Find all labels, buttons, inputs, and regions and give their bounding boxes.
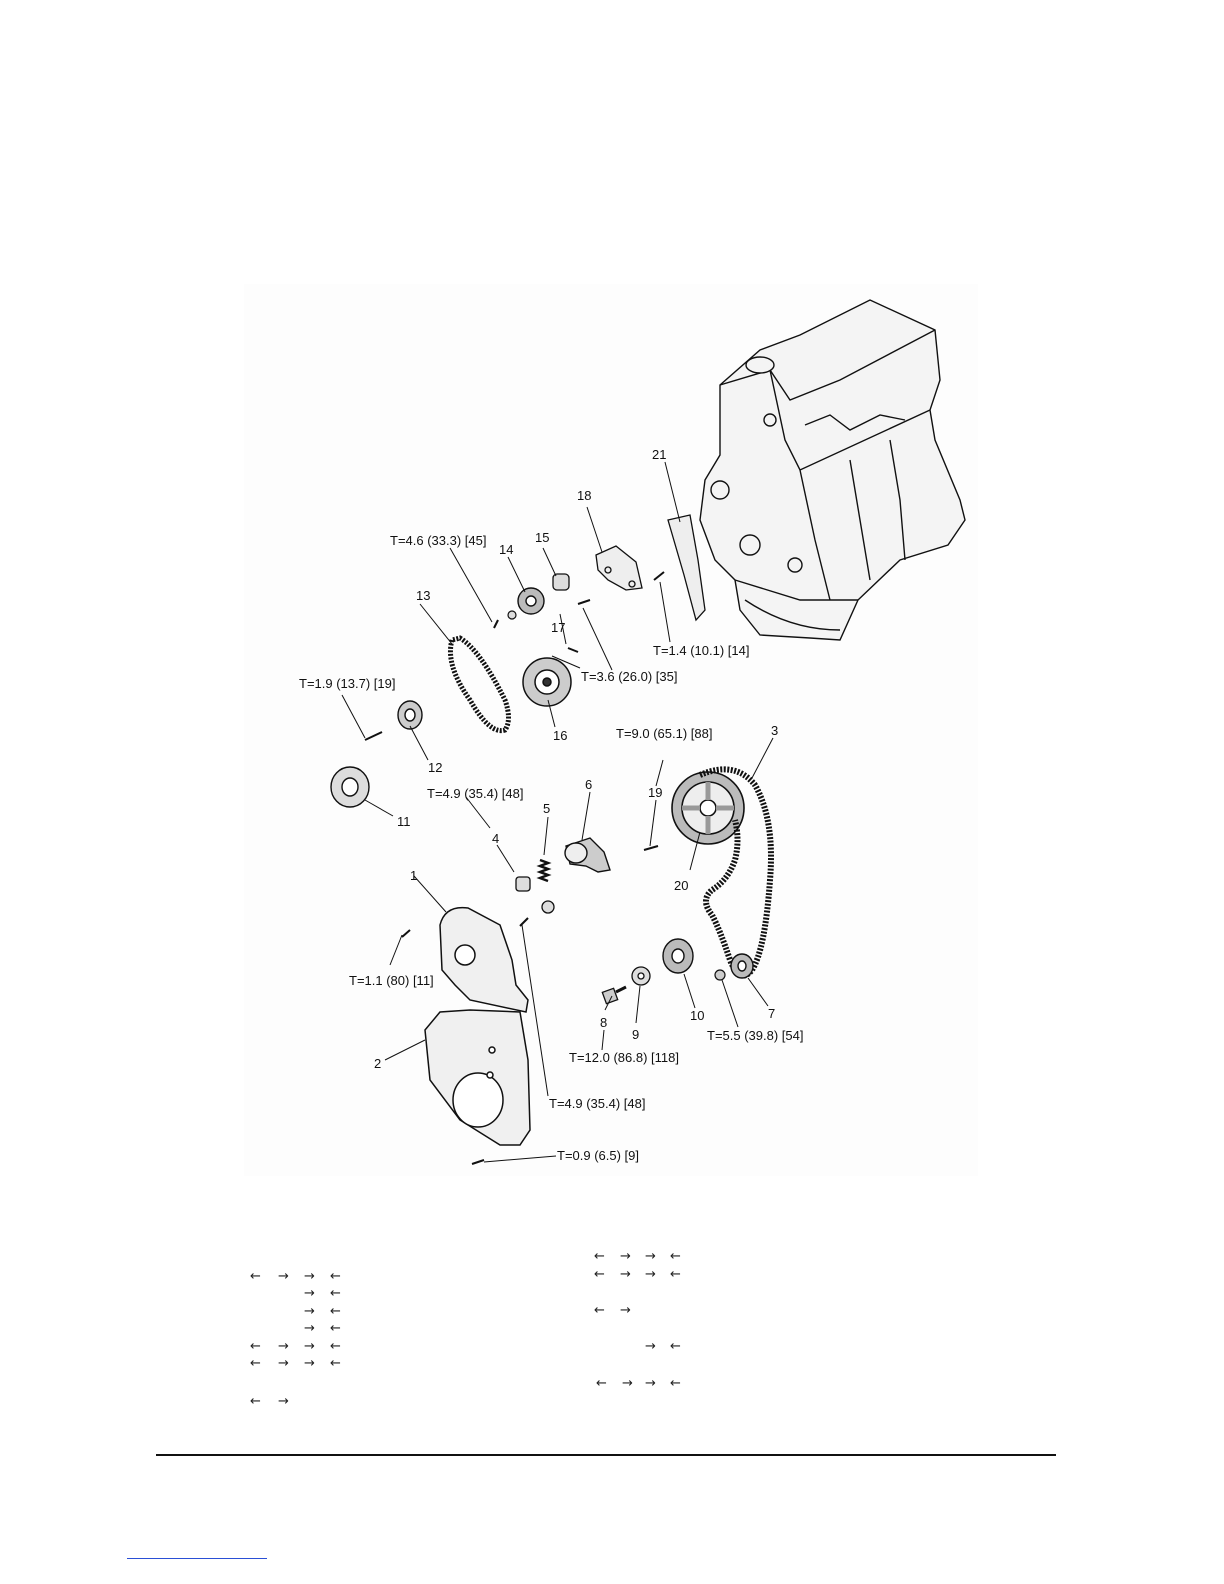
part-11-plate [330, 766, 370, 808]
torque-label: T=0.9 (6.5) [9] [557, 1148, 639, 1163]
part-4-spacer [515, 876, 531, 892]
left-arrow-icon: ← [594, 1249, 605, 1264]
washer [541, 900, 555, 914]
part-14-sprocket [517, 587, 545, 615]
washer-small [507, 610, 517, 620]
right-arrow-icon: → [645, 1376, 656, 1391]
right-arrow-icon: → [304, 1356, 315, 1371]
left-arrow-icon: ← [670, 1376, 681, 1391]
left-arrow-icon: ← [670, 1249, 681, 1264]
left-arrow-icon: ← [596, 1376, 607, 1391]
left-arrow-icon: ← [250, 1356, 261, 1371]
right-arrow-icon: → [304, 1304, 315, 1319]
callout-number: 21 [652, 447, 666, 462]
right-arrow-icon: → [304, 1286, 315, 1301]
part-18-bracket [595, 545, 643, 591]
right-arrow-icon: → [304, 1339, 315, 1354]
left-arrow-icon: ← [594, 1267, 605, 1282]
part-13-belt [447, 635, 511, 734]
part-9-washer [631, 966, 651, 986]
torque-label: T=4.6 (33.3) [45] [390, 533, 486, 548]
torque-label: T=1.1 (80) [11] [349, 973, 434, 988]
callout-number: 6 [585, 777, 592, 792]
torque-label: T=4.9 (35.4) [48] [427, 786, 523, 801]
part-12-idler [397, 700, 423, 730]
torque-label: T=5.5 (39.8) [54] [707, 1028, 803, 1043]
right-arrow-icon: → [278, 1356, 289, 1371]
right-arrow-icon: → [304, 1269, 315, 1284]
right-arrow-icon: → [645, 1267, 656, 1282]
torque-label: T=12.0 (86.8) [118] [569, 1050, 679, 1065]
nut [714, 969, 726, 981]
right-arrow-icon: → [278, 1269, 289, 1284]
part-6-tensioner [564, 837, 611, 873]
right-arrow-icon: → [304, 1321, 315, 1336]
callout-number: 19 [648, 785, 662, 800]
part-2-lower-cover [424, 1009, 531, 1146]
callout-number: 3 [771, 723, 778, 738]
left-arrow-icon: ← [330, 1286, 341, 1301]
right-arrow-icon: → [645, 1249, 656, 1264]
callout-number: 13 [416, 588, 430, 603]
left-arrow-icon: ← [250, 1339, 261, 1354]
callout-number: 9 [632, 1027, 639, 1042]
callout-number: 20 [674, 878, 688, 893]
left-arrow-icon: ← [250, 1394, 261, 1409]
leader-lines [341, 461, 774, 1163]
left-arrow-icon: ← [330, 1269, 341, 1284]
callout-number: 17 [551, 620, 565, 635]
part-21-rear-cover [667, 514, 706, 622]
left-arrow-icon: ← [594, 1303, 605, 1318]
left-arrow-icon: ← [670, 1339, 681, 1354]
part-7-idler [730, 953, 754, 979]
right-arrow-icon: → [620, 1249, 631, 1264]
part-8-bolt [601, 985, 627, 1005]
right-arrow-icon: → [620, 1267, 631, 1282]
torque-label: T=1.9 (13.7) [19] [299, 676, 395, 691]
part-5-spring [536, 858, 552, 883]
right-arrow-icon: → [622, 1376, 633, 1391]
left-arrow-icon: ← [250, 1269, 261, 1284]
callout-number: 11 [397, 814, 411, 829]
callout-number: 12 [428, 760, 442, 775]
callout-number: 5 [543, 801, 550, 816]
right-arrow-icon: → [645, 1339, 656, 1354]
torque-label: T=9.0 (65.1) [88] [616, 726, 712, 741]
left-arrow-icon: ← [330, 1321, 341, 1336]
part-10-sprocket [662, 938, 694, 974]
torque-label: T=3.6 (26.0) [35] [581, 669, 677, 684]
footer-link-underline[interactable] [127, 1558, 267, 1559]
callout-number: 14 [499, 542, 513, 557]
left-arrow-icon: ← [330, 1339, 341, 1354]
part-16-pulley [522, 657, 572, 707]
bolts [364, 571, 665, 1165]
right-arrow-icon: → [278, 1394, 289, 1409]
callout-number: 4 [492, 831, 499, 846]
torque-label: T=1.4 (10.1) [14] [653, 643, 749, 658]
callout-number: 15 [535, 530, 549, 545]
left-arrow-icon: ← [330, 1304, 341, 1319]
callout-number: 2 [374, 1056, 381, 1071]
part-1-upper-cover [439, 906, 529, 1013]
callout-number: 18 [577, 488, 591, 503]
callout-number: 1 [410, 868, 417, 883]
engine-block [699, 299, 966, 641]
callout-number: 10 [690, 1008, 704, 1023]
footer-rule [156, 1454, 1056, 1456]
part-20-pulley [671, 771, 745, 845]
left-arrow-icon: ← [670, 1267, 681, 1282]
right-arrow-icon: → [620, 1303, 631, 1318]
part-15-spacer [552, 573, 570, 591]
left-arrow-icon: ← [330, 1356, 341, 1371]
torque-label: T=4.9 (35.4) [48] [549, 1096, 645, 1111]
callout-number: 8 [600, 1015, 607, 1030]
callout-number: 16 [553, 728, 567, 743]
callout-number: 7 [768, 1006, 775, 1021]
right-arrow-icon: → [278, 1339, 289, 1354]
